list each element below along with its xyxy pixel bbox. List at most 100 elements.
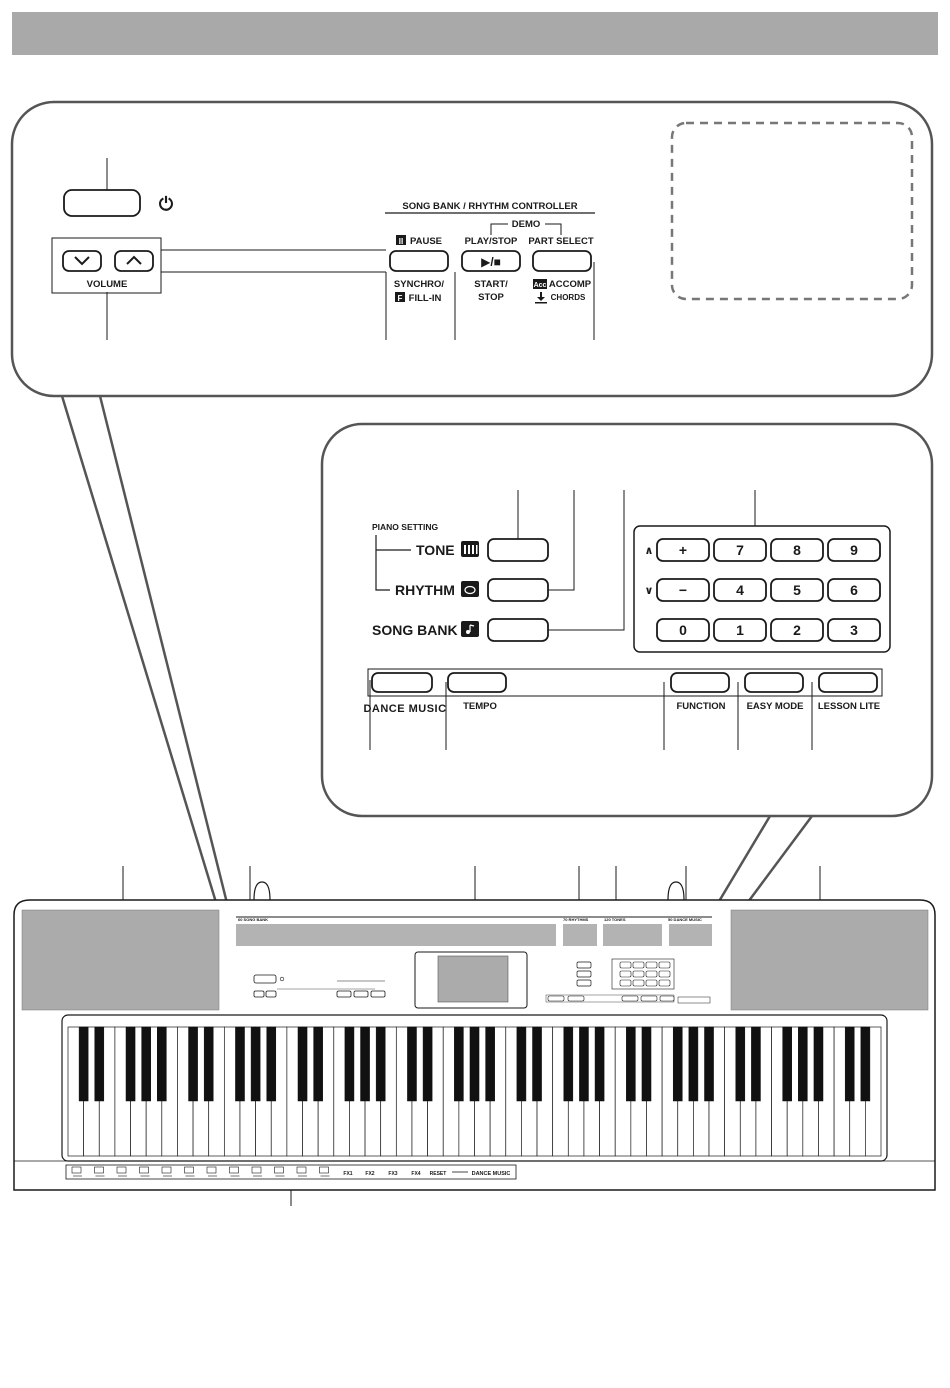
song-bank-label: SONG BANK <box>372 622 458 638</box>
keypad-button[interactable] <box>713 538 767 562</box>
black-key[interactable] <box>344 1026 355 1102</box>
drum-strip-dance-music: DANCE MUSIC <box>472 1171 511 1177</box>
black-key[interactable] <box>313 1026 323 1102</box>
black-key[interactable] <box>141 1026 151 1102</box>
drum-pad-icon <box>161 1166 172 1174</box>
drum-pad-icon <box>71 1166 82 1174</box>
black-key[interactable] <box>579 1026 589 1102</box>
accomp-button[interactable] <box>532 250 592 272</box>
controller-title: SONG BANK / RHYTHM CONTROLLER <box>402 201 577 212</box>
keypad-button-label: 5 <box>793 582 801 598</box>
tone-button[interactable] <box>487 538 549 562</box>
drum-pad-fx1: FX1 <box>343 1171 352 1177</box>
volume-label: VOLUME <box>87 279 128 290</box>
mini-keypad-button <box>619 979 632 987</box>
tone-label: TONE <box>416 542 455 558</box>
keypad-button[interactable] <box>827 538 881 562</box>
black-key[interactable] <box>735 1026 746 1102</box>
function-button[interactable] <box>670 672 730 693</box>
song-bank-button[interactable] <box>487 618 549 642</box>
synchro-fill-in-button[interactable] <box>389 250 449 272</box>
black-key[interactable] <box>78 1026 89 1102</box>
black-key[interactable] <box>485 1026 495 1102</box>
mini-keypad-button <box>645 970 658 978</box>
mini-keypad-button <box>632 961 645 969</box>
dashed-box <box>670 121 914 301</box>
mini-rhythm-button <box>576 970 592 978</box>
black-key[interactable] <box>860 1026 871 1102</box>
black-key[interactable] <box>469 1026 480 1102</box>
keypad-button-label: 9 <box>850 542 858 558</box>
tempo-button[interactable] <box>447 672 507 693</box>
drum-pad-fx4: FX4 <box>411 1171 420 1177</box>
black-key[interactable] <box>297 1026 308 1102</box>
mini-song-bank-button <box>576 979 592 987</box>
black-key[interactable] <box>813 1026 824 1102</box>
black-key[interactable] <box>844 1026 855 1102</box>
drum-pad-fx2: FX2 <box>365 1171 374 1177</box>
black-key[interactable] <box>94 1026 105 1102</box>
black-key[interactable] <box>235 1026 245 1102</box>
dance-music-list-label: 50 DANCE MUSIC <box>668 917 702 922</box>
black-key[interactable] <box>751 1026 761 1102</box>
mini-keypad-button <box>658 970 671 978</box>
volume-down-button[interactable] <box>62 250 102 272</box>
black-key[interactable] <box>266 1026 277 1102</box>
dance-music-button[interactable] <box>371 672 433 693</box>
black-key[interactable] <box>125 1026 136 1102</box>
lesson-lite-button[interactable] <box>818 672 878 693</box>
keypad-button[interactable] <box>656 618 710 642</box>
f-icon-text: F <box>398 294 403 303</box>
down-arrow-icon: ∨ <box>645 585 654 597</box>
black-key[interactable] <box>422 1026 433 1102</box>
mini-volume-up <box>265 990 277 998</box>
keypad-button-label: 2 <box>793 622 801 638</box>
black-key[interactable] <box>407 1026 417 1102</box>
rhythm-button[interactable] <box>487 578 549 602</box>
black-key[interactable] <box>375 1026 386 1102</box>
volume-up-button[interactable] <box>114 250 154 272</box>
mini-keypad-button <box>619 961 632 969</box>
piano-setting-label: PIANO SETTING <box>372 522 439 532</box>
black-key[interactable] <box>250 1026 261 1102</box>
start-stop-button[interactable] <box>461 250 521 272</box>
black-key[interactable] <box>203 1026 214 1102</box>
keypad-button[interactable] <box>656 538 710 562</box>
black-key[interactable] <box>594 1026 605 1102</box>
black-key[interactable] <box>360 1026 370 1102</box>
volume-group-frame <box>51 237 162 294</box>
keypad-button[interactable] <box>770 538 824 562</box>
keypad-button[interactable] <box>827 578 881 602</box>
keypad-button[interactable] <box>656 578 710 602</box>
black-key[interactable] <box>641 1026 652 1102</box>
keypad-button[interactable] <box>713 618 767 642</box>
easy-mode-button[interactable] <box>744 672 804 693</box>
black-key[interactable] <box>532 1026 542 1102</box>
keypad-button[interactable] <box>827 618 881 642</box>
synchro-label: SYNCHRO/ <box>394 279 445 290</box>
black-key[interactable] <box>563 1026 574 1102</box>
black-key[interactable] <box>798 1026 808 1102</box>
power-button[interactable] <box>63 189 141 217</box>
black-key[interactable] <box>782 1026 792 1102</box>
handle-left <box>253 881 271 901</box>
acc-icon <box>533 279 547 289</box>
black-key[interactable] <box>516 1026 527 1102</box>
keypad-button-label: 8 <box>793 542 801 558</box>
black-key[interactable] <box>626 1026 636 1102</box>
drum-pad-icon <box>206 1166 217 1174</box>
black-key[interactable] <box>157 1026 167 1102</box>
download-icon <box>535 292 547 304</box>
chevron-down-icon <box>74 256 90 266</box>
song-bank-list-label: 60 SONG BANK <box>238 917 268 922</box>
tones-list-label: 120 TONES <box>604 917 626 922</box>
black-key[interactable] <box>688 1026 699 1102</box>
black-key[interactable] <box>188 1026 198 1102</box>
black-key[interactable] <box>672 1026 683 1102</box>
keypad-button-label: 6 <box>850 582 858 598</box>
keypad-button[interactable] <box>713 578 767 602</box>
keypad-button[interactable] <box>770 618 824 642</box>
black-key[interactable] <box>704 1026 714 1102</box>
keypad-button[interactable] <box>770 578 824 602</box>
black-key[interactable] <box>454 1026 464 1102</box>
